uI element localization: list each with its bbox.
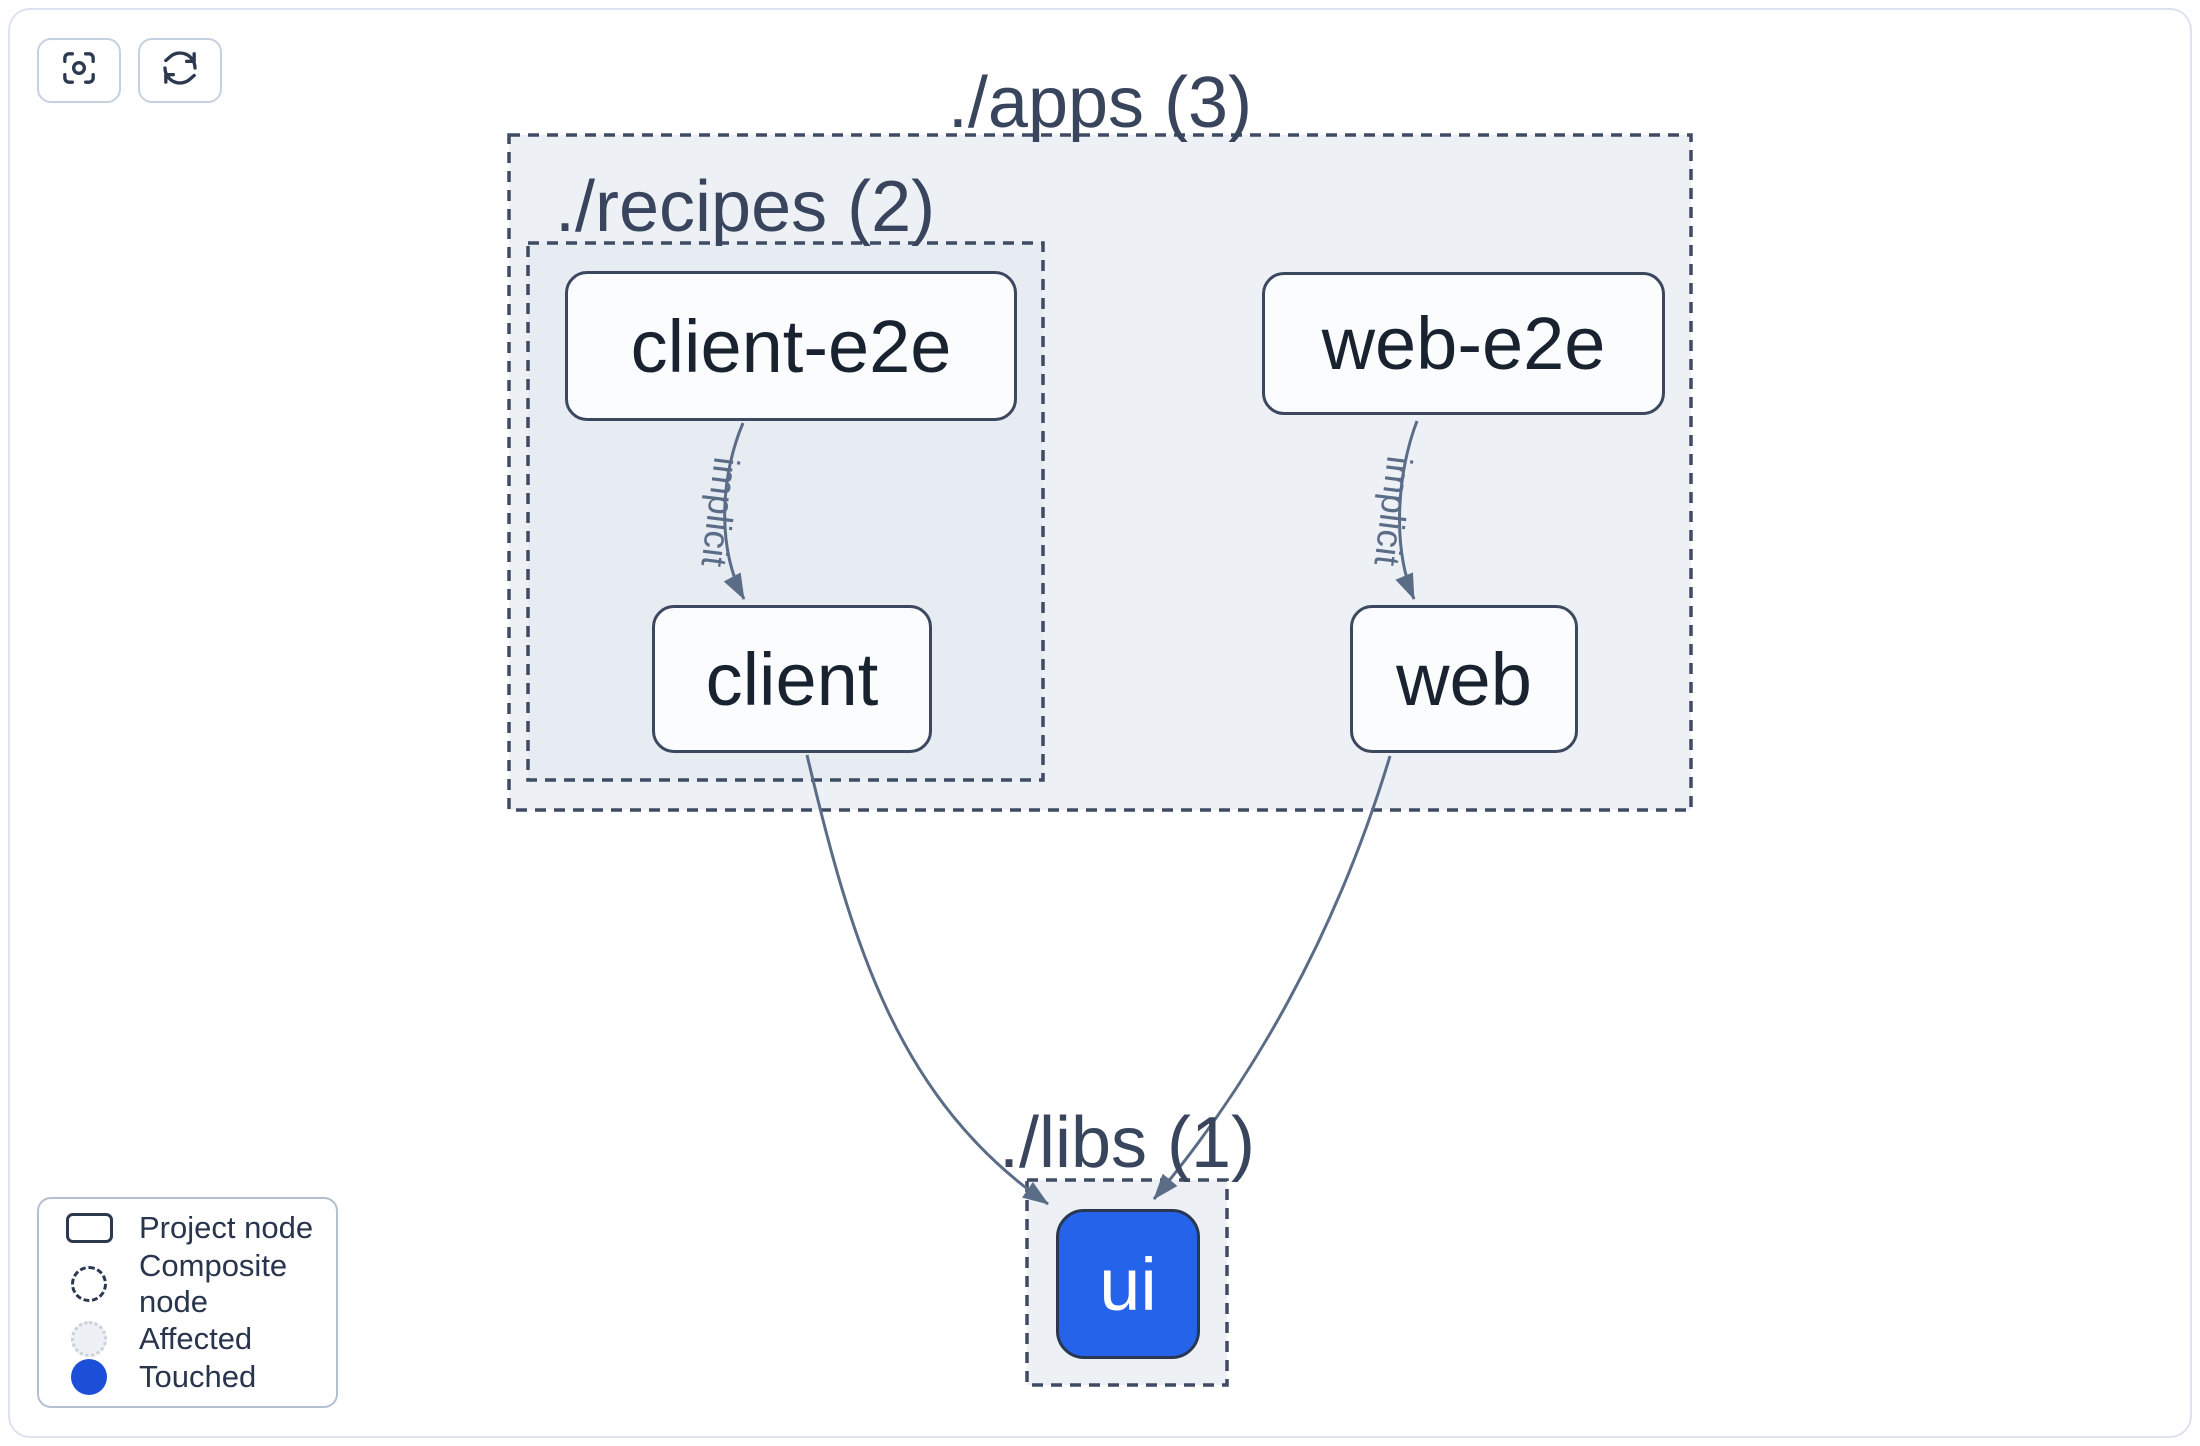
edge-client-e2e-client[interactable] <box>723 422 746 600</box>
legend-label: Touched <box>139 1358 257 1394</box>
affected-icon <box>71 1321 107 1358</box>
legend-label: Project node <box>139 1210 314 1246</box>
node-ui[interactable]: ui <box>1056 1209 1200 1359</box>
focus-icon <box>59 48 99 93</box>
container-label-libs[interactable]: ./libs (1) <box>998 1103 1256 1183</box>
node-label: web <box>1396 637 1532 721</box>
legend-item-project-node: Project node <box>39 1210 336 1246</box>
node-client[interactable]: client <box>652 605 932 753</box>
node-web-e2e[interactable]: web-e2e <box>1262 272 1665 415</box>
legend-label: Composite node <box>139 1247 288 1319</box>
node-label: client <box>705 637 879 721</box>
edge-web-ui[interactable] <box>1152 755 1392 1200</box>
zoom-to-fit-button[interactable] <box>37 38 121 103</box>
project-node-icon <box>65 1213 113 1244</box>
edge-web-e2e-web[interactable] <box>1395 420 1419 600</box>
node-label: client-e2e <box>630 304 952 388</box>
legend-item-touched: Touched <box>39 1358 336 1395</box>
legend-item-composite-node: Composite node <box>39 1248 336 1320</box>
node-client-e2e[interactable]: client-e2e <box>565 271 1017 421</box>
touched-icon <box>71 1358 107 1395</box>
legend-label: Affected <box>139 1321 253 1357</box>
container-label-recipes[interactable]: ./recipes (2) <box>555 167 936 247</box>
composite-node-icon <box>71 1265 107 1302</box>
node-label: ui <box>1099 1242 1157 1326</box>
refresh-button[interactable] <box>138 38 222 103</box>
legend-item-affected: Affected <box>39 1321 336 1358</box>
refresh-icon <box>160 48 200 93</box>
node-label: web-e2e <box>1321 302 1606 385</box>
toolbar <box>37 38 222 103</box>
edge-client-ui[interactable] <box>805 754 1049 1206</box>
container-label-apps[interactable]: ./apps (3) <box>947 63 1253 143</box>
legend: Project node Composite node Affected Tou… <box>37 1197 338 1408</box>
node-web[interactable]: web <box>1350 605 1578 753</box>
